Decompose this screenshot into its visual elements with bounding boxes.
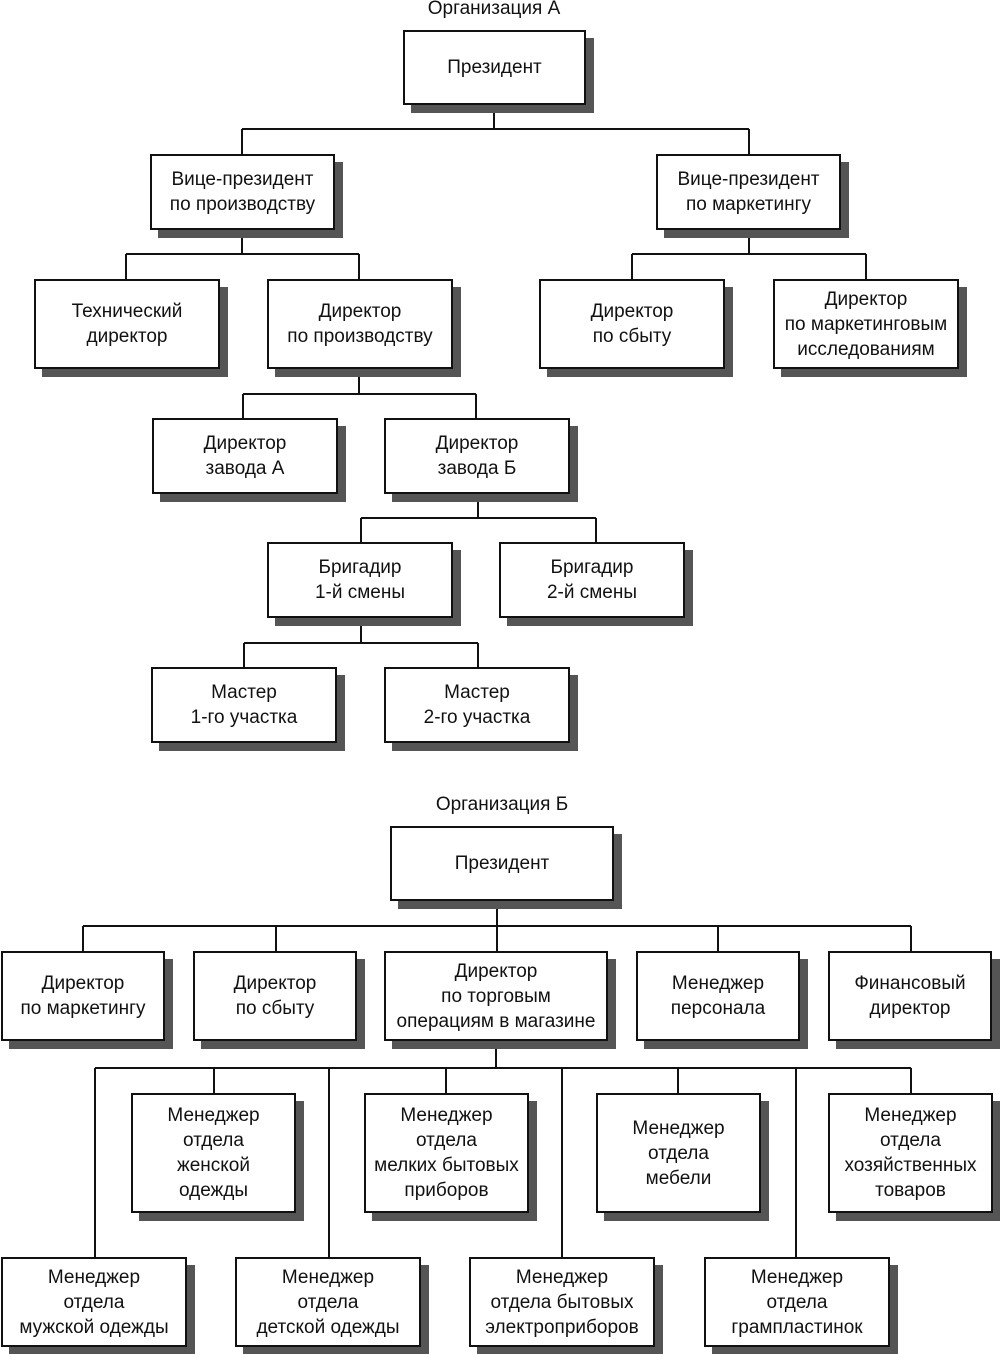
box-label: Вице-президент по маркетингу [677, 169, 820, 215]
box-label: Директор завода Б [435, 433, 519, 479]
org-a-president-box: Президент [403, 30, 586, 105]
box-label: Директор по маркетинговым исследованиям [784, 288, 948, 360]
org-b-household-goods-manager-box: Менеджер отдела хозяйственных товаров [828, 1093, 993, 1213]
box-label: Вице-президент по производству [169, 169, 316, 215]
org-b-title: Организация Б [435, 794, 569, 815]
org-b-marketing-director-box: Директор по маркетингу [1, 951, 165, 1041]
org-a-foreman-shift-2-box: Бригадир 2-й смены [499, 542, 685, 618]
org-b-store-operations-director-box: Директор по торговым операциям в магазин… [384, 951, 608, 1041]
org-b-mens-clothing-manager-box: Менеджер отдела мужской одежды [1, 1257, 187, 1347]
box-label: Мастер 1-го участка [190, 682, 298, 728]
org-b-appliances-manager-box: Менеджер отдела бытовых электроприборов [469, 1257, 655, 1347]
box-label: Менеджер персонала [670, 973, 766, 1019]
org-a-vp-marketing-box: Вице-президент по маркетингу [656, 154, 841, 230]
org-a-technical-director-box: Технический директор [34, 279, 220, 369]
box-label: Директор завода А [203, 433, 287, 479]
org-b-financial-director-box: Финансовый директор [828, 951, 992, 1041]
org-b-hr-manager-box: Менеджер персонала [636, 951, 800, 1041]
box-label: Директор по маркетингу [20, 973, 146, 1019]
org-a-marketing-research-director-box: Директор по маркетинговым исследованиям [773, 279, 959, 369]
org-a-title: Организация А [427, 0, 561, 19]
org-b-records-manager-box: Менеджер отдела грампластинок [704, 1257, 890, 1347]
box-label: Финансовый директор [854, 973, 966, 1019]
org-a-master-section-2-box: Мастер 2-го участка [384, 667, 570, 743]
org-b-president-box: Президент [390, 826, 614, 901]
box-label: Бригадир 2-й смены [546, 557, 638, 603]
box-label: Директор по производству [287, 301, 433, 347]
org-a-master-section-1-box: Мастер 1-го участка [151, 667, 337, 743]
box-label: Бригадир 1-й смены [314, 557, 406, 603]
box-label: Менеджер отдела женской одежды [167, 1105, 260, 1201]
box-label: Президент [447, 57, 542, 78]
box-label: Директор по сбыту [233, 973, 317, 1019]
box-label: Менеджер отдела бытовых электроприборов [485, 1266, 639, 1338]
box-label: Менеджер отдела грампластинок [731, 1266, 863, 1338]
org-a-plant-b-director-box: Директор завода Б [384, 418, 570, 494]
org-a-vp-production-box: Вице-президент по производству [150, 154, 335, 230]
org-b-sales-director-box: Директор по сбыту [193, 951, 357, 1041]
org-a-sales-director-box: Директор по сбыту [539, 279, 725, 369]
box-label: Менеджер отдела детской одежды [256, 1266, 400, 1338]
box-label: Директор по торговым операциям в магазин… [396, 960, 596, 1032]
box-label: Менеджер отдела хозяйственных товаров [844, 1105, 977, 1201]
box-label: Директор по сбыту [590, 301, 674, 347]
org-a-production-director-box: Директор по производству [267, 279, 453, 369]
box-label: Менеджер отдела мужской одежды [19, 1266, 169, 1338]
org-b-furniture-manager-box: Менеджер отдела мебели [596, 1093, 761, 1213]
box-label: Технический директор [71, 301, 183, 347]
box-label: Президент [454, 853, 550, 874]
org-b-womens-clothing-manager-box: Менеджер отдела женской одежды [131, 1093, 296, 1213]
org-b-small-appliances-manager-box: Менеджер отдела мелких бытовых приборов [364, 1093, 529, 1213]
org-a-plant-a-director-box: Директор завода А [152, 418, 338, 494]
org-b-childrens-clothing-manager-box: Менеджер отдела детской одежды [235, 1257, 421, 1347]
org-a-foreman-shift-1-box: Бригадир 1-й смены [267, 542, 453, 618]
box-label: Мастер 2-го участка [423, 682, 531, 728]
box-label: Менеджер отдела мебели [632, 1117, 725, 1189]
box-label: Менеджер отдела мелких бытовых приборов [374, 1105, 519, 1201]
